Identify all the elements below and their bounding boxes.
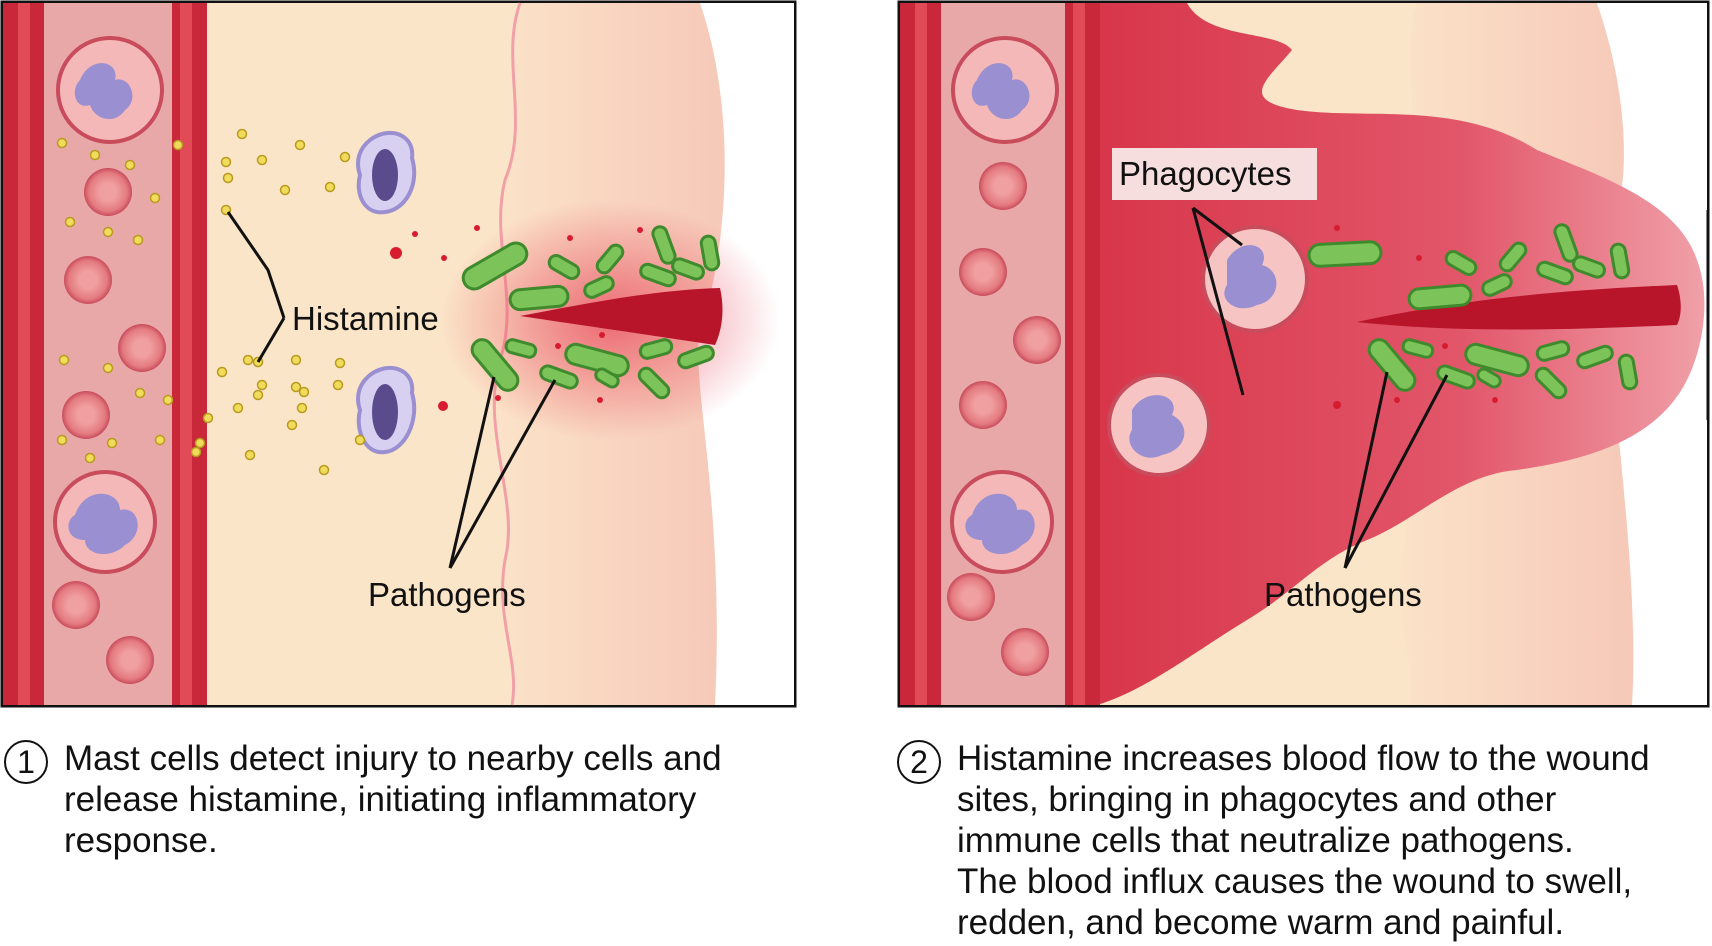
phagocytes-leader-lines <box>1191 206 1245 396</box>
step-number-1: 1 <box>4 740 48 784</box>
mast-cell <box>356 365 417 455</box>
blood-droplets <box>390 225 643 411</box>
histamine-label: Histamine <box>292 300 439 337</box>
panel-2-illustration: Phagocytes Pathogens <box>897 0 1710 708</box>
phagocytes-label-background <box>1112 148 1317 200</box>
caption-line: Histamine increases blood flow to the wo… <box>957 739 1650 778</box>
pathogens-label: Pathogens <box>1264 576 1422 613</box>
step-number-2: 2 <box>897 740 941 784</box>
caption-line: immune cells that neutralize pathogens. <box>957 821 1574 860</box>
pathogens <box>1307 223 1639 400</box>
pathogens-label: Pathogens <box>368 576 526 613</box>
blood-droplets <box>1333 225 1498 409</box>
panel-1-illustration: Histamine Pathogens <box>0 0 797 708</box>
pathogens-leader-lines <box>1343 371 1449 569</box>
caption-line: redden, and become warm and painful. <box>957 903 1565 942</box>
vessel-wall-highlight <box>18 3 30 705</box>
caption-line: response. <box>64 821 218 860</box>
pathogens <box>461 225 721 400</box>
panel-1-mast-cells: Histamine Pathogens <box>0 0 797 708</box>
vessel-wall-highlight-right <box>180 3 192 705</box>
red-blood-cells <box>947 162 1061 676</box>
pathogens-leader-lines <box>448 376 557 569</box>
histamine-leader-lines <box>226 211 286 363</box>
white-blood-cell <box>56 36 164 144</box>
caption-line: sites, bringing in phagocytes and other <box>957 780 1557 819</box>
outside-area-top <box>1597 3 1707 210</box>
caption-2-text: Histamine increases blood flow to the wo… <box>957 738 1650 943</box>
panel-2-inflammation: Phagocytes Pathogens <box>897 0 1710 708</box>
histamine-granules <box>56 128 366 476</box>
phagocyte <box>1107 373 1211 477</box>
caption-line: Mast cells detect injury to nearby cells… <box>64 739 722 778</box>
caption-line: release histamine, initiating inflammato… <box>64 780 697 819</box>
white-blood-cell <box>951 36 1059 144</box>
phagocyte <box>1201 225 1309 333</box>
wound-cut <box>1357 285 1681 330</box>
mast-cell <box>356 130 417 215</box>
caption-line: The blood influx causes the wound to swe… <box>957 862 1633 901</box>
vessel-wall-highlight-right <box>1073 3 1085 705</box>
wound-cut <box>520 288 723 345</box>
phagocytes-label: Phagocytes <box>1119 155 1291 192</box>
white-blood-cell <box>950 470 1054 574</box>
vessel-wall-highlight <box>915 3 927 705</box>
caption-1-text: Mast cells detect injury to nearby cells… <box>64 738 722 861</box>
white-blood-cell <box>53 470 157 574</box>
outside-area-bottom <box>1617 420 1707 705</box>
red-blood-cells <box>52 168 166 684</box>
